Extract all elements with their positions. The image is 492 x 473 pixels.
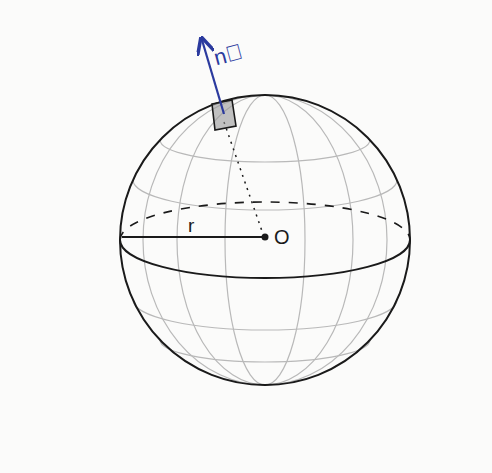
center-label: O xyxy=(274,227,290,247)
vector-label: n⃗ xyxy=(212,41,245,70)
surface-patch xyxy=(212,100,236,130)
equator-back xyxy=(120,202,410,240)
radius-line xyxy=(122,236,262,238)
center-dot xyxy=(262,234,269,241)
dotted-line xyxy=(224,122,263,234)
sphere-outline xyxy=(120,95,410,385)
grid-lines xyxy=(133,95,397,385)
equator-front xyxy=(120,240,410,278)
radius-label: r xyxy=(188,216,194,235)
